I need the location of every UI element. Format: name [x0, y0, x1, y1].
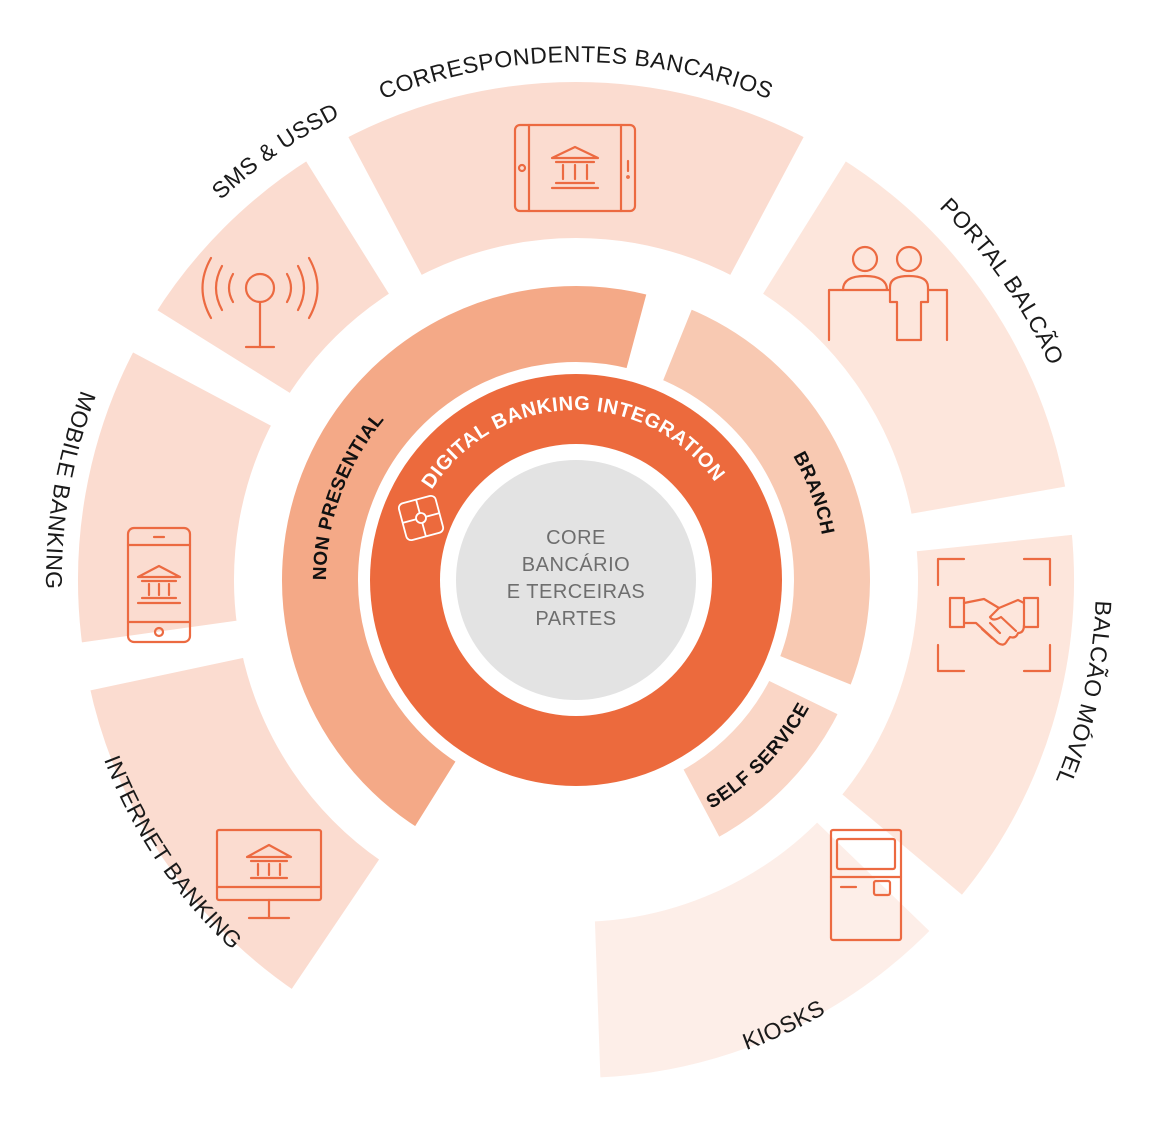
handshake-icon — [936, 557, 1052, 673]
outer-channel-ring — [64, 68, 1088, 1092]
segment-mobile-banking[interactable] — [64, 335, 288, 658]
middle-channel-ring — [270, 274, 882, 851]
phone-bank-icon — [126, 526, 192, 644]
tablet-bank-icon — [513, 123, 637, 213]
puzzle-icon — [397, 494, 445, 542]
core-text: CORE BANCÁRIO E TERCEIRAS PARTES — [507, 527, 646, 630]
segment-self-service[interactable] — [669, 666, 852, 851]
segment-correspondentes-bancarios[interactable] — [331, 68, 821, 292]
core-line-3: E TERCEIRAS — [507, 581, 646, 603]
monitor-bank-icon — [215, 828, 323, 920]
segment-portal-balcao[interactable] — [746, 144, 1081, 529]
kiosk-icon — [829, 828, 903, 942]
segment-internet-banking[interactable] — [75, 642, 396, 1006]
core-line-2: BANCÁRIO — [522, 553, 630, 576]
segment-balcao-movel[interactable] — [825, 520, 1088, 912]
segment-branch[interactable] — [649, 295, 882, 699]
segment-sms-ussd[interactable] — [140, 144, 406, 410]
core-line-1: CORE — [546, 527, 606, 549]
segment-non-presential[interactable] — [270, 274, 660, 841]
core-line-4: PARTES — [535, 608, 616, 630]
core-circle — [456, 460, 696, 700]
segment-kiosks[interactable] — [580, 805, 947, 1092]
counter-people-icon — [827, 245, 949, 342]
antenna-icon — [201, 256, 319, 349]
